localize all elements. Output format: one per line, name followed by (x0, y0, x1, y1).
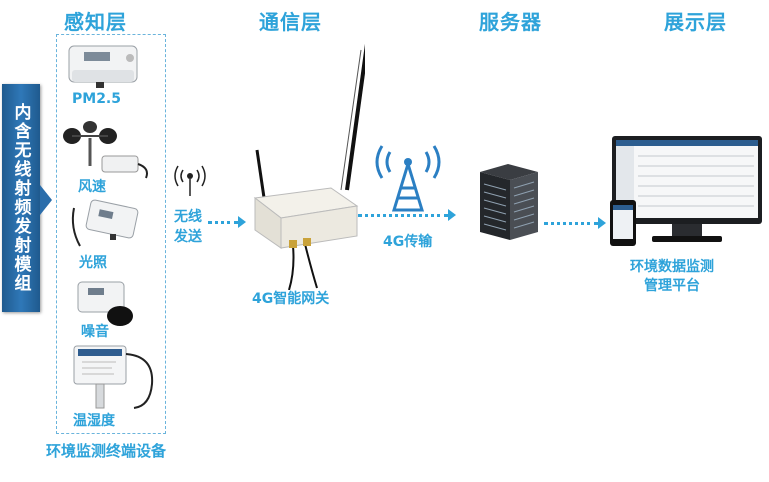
4g-tower-icon (375, 145, 441, 212)
sensor-label-wind-speed: 风速 (78, 179, 106, 195)
layer-title-perception: 感知层 (64, 10, 127, 34)
wind-speed-sensor-image (63, 121, 148, 179)
monitor-display-image (610, 136, 762, 246)
layer-title-display: 展示层 (664, 10, 727, 34)
server-rack-image (480, 164, 538, 240)
gateway-label: 4G智能网关 (252, 291, 330, 307)
platform-label-line1: 环境数据监测 (630, 259, 714, 275)
transport-label: 4G传输 (383, 234, 433, 250)
side-banner (2, 84, 40, 312)
sensor-label-pm25: PM2.5 (72, 91, 121, 107)
arrowhead-server-to-display (598, 217, 606, 229)
gateway-device-image (253, 43, 365, 290)
arrowhead-sensor-to-gateway (238, 216, 246, 228)
side-banner-text: 内含无线射频发射模组 (10, 103, 31, 293)
sensor-label-light: 光照 (79, 255, 107, 271)
arrowhead-gateway-to-server (448, 209, 456, 221)
wireless-send-label-line1: 无线 (174, 209, 202, 225)
sensor-group-box (56, 34, 166, 434)
layer-title-server: 服务器 (479, 10, 542, 34)
wireless-signal-icon (174, 165, 206, 196)
sensor-label-temp-humidity: 温湿度 (73, 413, 115, 429)
terminal-caption: 环境监测终端设备 (46, 442, 167, 460)
platform-label-line2: 管理平台 (644, 278, 700, 294)
light-sensor-image (71, 199, 139, 247)
layer-title-communication: 通信层 (259, 10, 322, 34)
arrow-server-to-display (544, 222, 598, 225)
arrow-sensor-to-gateway (208, 221, 238, 224)
side-banner-arrow (40, 185, 52, 215)
temp-humidity-sensor-image (73, 345, 154, 409)
pm25-sensor-image (68, 45, 138, 88)
wireless-send-label-line2: 发送 (174, 229, 202, 245)
noise-sensor-image (77, 281, 133, 326)
sensor-label-noise: 噪音 (81, 324, 109, 340)
arrow-gateway-to-server (358, 214, 448, 217)
